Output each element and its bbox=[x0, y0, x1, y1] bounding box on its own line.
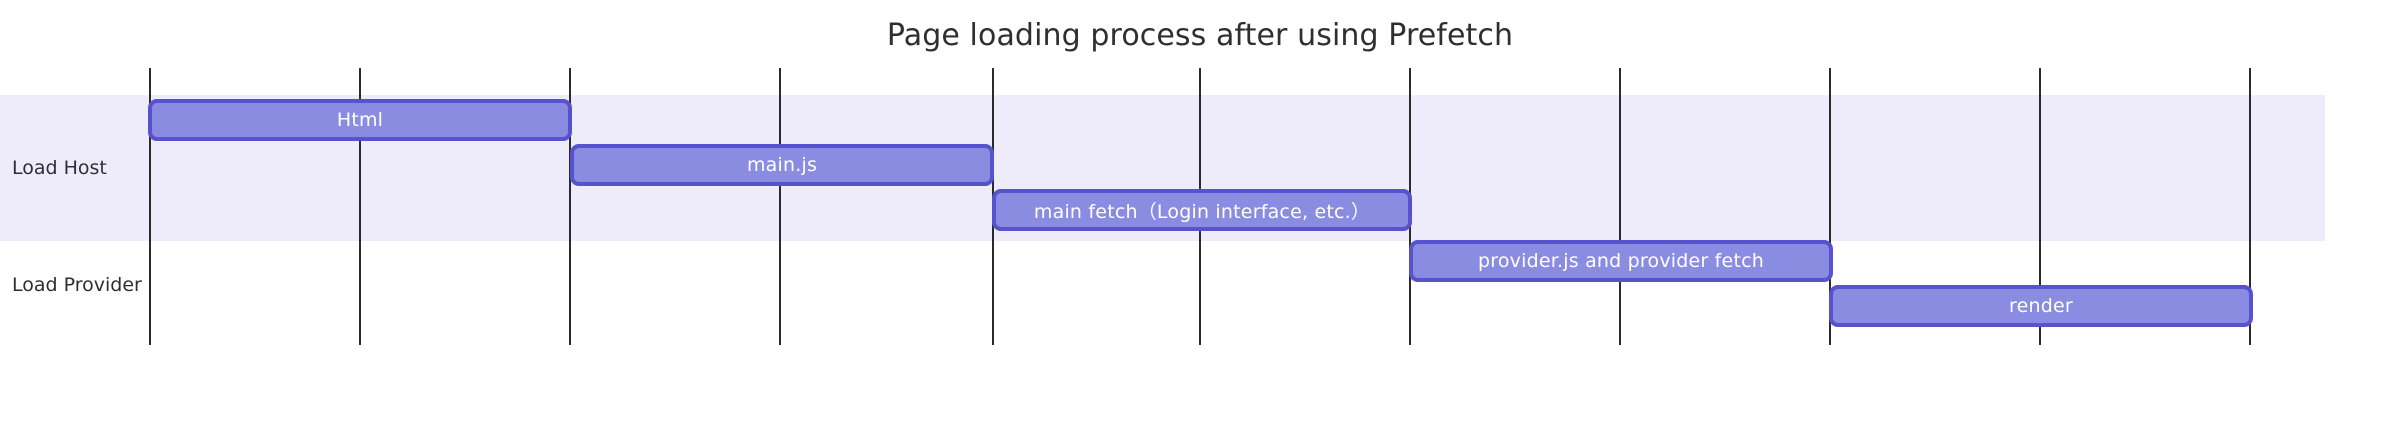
gridline-3 bbox=[569, 68, 571, 345]
task-bar[interactable]: render bbox=[1829, 285, 2253, 327]
task-bar-label: main.js bbox=[746, 154, 818, 176]
task-bar-label: main fetch（Login interface, etc.） bbox=[1033, 200, 1371, 223]
gridline-8 bbox=[1619, 68, 1621, 345]
gridline-1 bbox=[149, 68, 151, 345]
gridline-9 bbox=[1829, 68, 1831, 345]
task-bar[interactable]: main.js bbox=[570, 144, 994, 186]
row-label-load-host: Load Host bbox=[12, 157, 107, 179]
task-bar-label: render bbox=[2009, 295, 2073, 317]
page-title: Page loading process after using Prefetc… bbox=[886, 18, 1514, 53]
gridline-2 bbox=[359, 68, 361, 345]
gridline-11 bbox=[2249, 68, 2251, 345]
task-bar-label: provider.js and provider fetch bbox=[1478, 250, 1764, 272]
task-bar[interactable]: main fetch（Login interface, etc.） bbox=[992, 189, 1412, 231]
task-bar[interactable]: Html bbox=[148, 99, 572, 141]
gridline-4 bbox=[779, 68, 781, 345]
gridline-10 bbox=[2039, 68, 2041, 345]
task-bar[interactable]: provider.js and provider fetch bbox=[1409, 240, 1833, 282]
task-bar-label: Html bbox=[336, 109, 384, 131]
row-label-load-provider: Load Provider bbox=[12, 274, 142, 296]
